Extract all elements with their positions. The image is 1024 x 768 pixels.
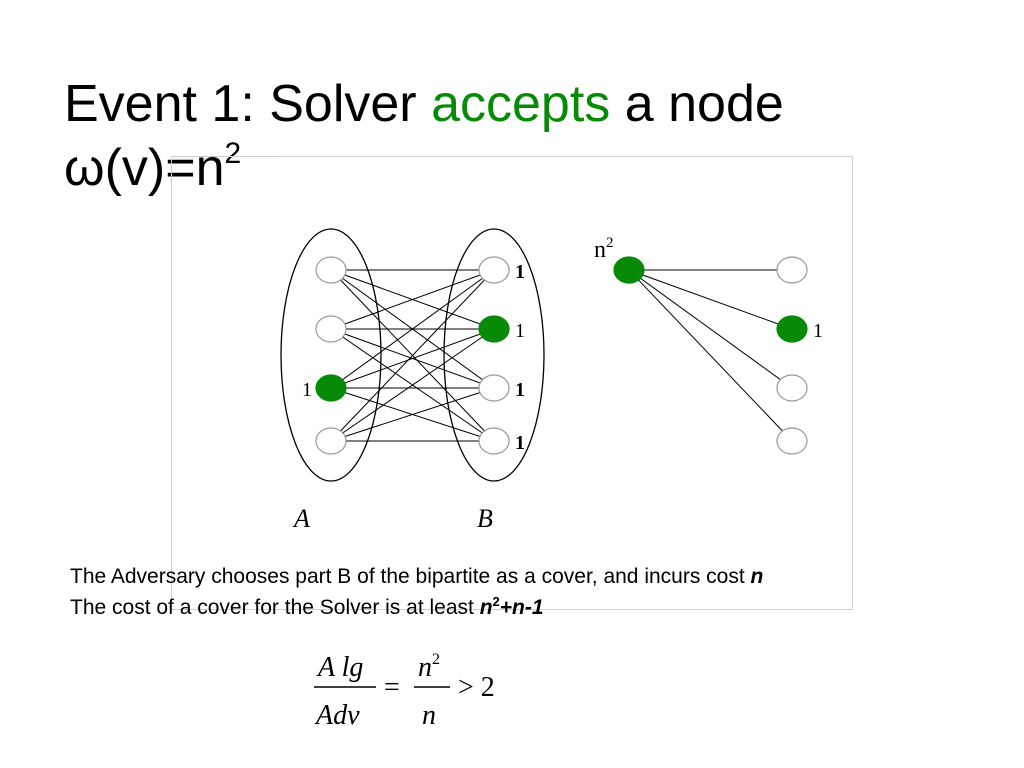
- weight-line: ω(v)=n: [64, 139, 225, 197]
- star-leaf-label: 1: [813, 320, 823, 342]
- slide-title: Event 1: Solver accepts a node ω(v)=n2: [64, 72, 784, 200]
- node-b3: [478, 374, 510, 402]
- bullet-adversary: The Adversary chooses part B of the bipa…: [70, 566, 870, 588]
- bullet-list: The Adversary chooses part B of the bipa…: [70, 566, 870, 628]
- node-a3-accepted: [315, 374, 347, 402]
- figure-tiny-caption: ……………………………………………………………………: [173, 155, 277, 160]
- star-leaf-2-green: [776, 315, 808, 343]
- bullet-1-text: The Adversary chooses part B of the bipa…: [70, 565, 751, 588]
- formula-rhs-numerator: n2: [418, 651, 440, 683]
- hub-label-base: n: [594, 237, 606, 263]
- star-leaf-4: [776, 427, 808, 455]
- weight-exponent: 2: [224, 137, 242, 170]
- bullet-1-var: n: [750, 565, 764, 588]
- part-b-label: B: [477, 504, 493, 533]
- right-node-label-4: 1: [515, 432, 525, 454]
- node-b2-green: [478, 315, 510, 343]
- ratio-formula: A lg Adv = n2 n > 2: [314, 651, 495, 731]
- formula-lhs-numerator: A lg: [316, 652, 363, 683]
- title-accent: accepts: [431, 75, 611, 133]
- star-nodes: [613, 256, 808, 455]
- bullet-solver: The cost of a cover for the Solver is at…: [70, 594, 870, 619]
- bipartite-edge-4-2: [330, 328, 495, 442]
- figure-frame: [171, 156, 853, 610]
- part-b-ellipse: [443, 228, 545, 482]
- node-b4: [478, 427, 510, 455]
- star-edges: [628, 269, 793, 442]
- formula-lhs-denominator: Adv: [314, 700, 360, 731]
- star-leaf-1: [776, 256, 808, 284]
- part-a-ellipse: [280, 228, 382, 482]
- formula-rhs-num-exp: 2: [432, 651, 440, 668]
- star-edge: [628, 269, 793, 389]
- formula-rhs-num-base: n: [418, 652, 432, 683]
- formula-greater-than: > 2: [458, 672, 495, 703]
- node-b1: [478, 256, 510, 284]
- accepted-node-label: 1: [302, 379, 312, 401]
- right-node-label-2: 1: [515, 320, 525, 342]
- formula-equals: =: [384, 672, 400, 703]
- title-suffix: a node: [610, 75, 784, 133]
- hub-label-exp: 2: [606, 235, 614, 251]
- bipartite-edge-3-1: [330, 269, 495, 389]
- part-a-label: A: [292, 504, 310, 533]
- bullet-2-exp: 2: [492, 594, 500, 609]
- title-prefix: Event 1: Solver: [64, 75, 432, 133]
- node-a1: [315, 256, 347, 284]
- bullet-2-var: n: [479, 596, 493, 619]
- bipartite-edges: [330, 269, 495, 442]
- part-a-nodes: [315, 256, 347, 455]
- bipartite-edge-4-3: [330, 387, 495, 442]
- bipartite-edge-4-1: [330, 269, 495, 442]
- bipartite-edge-3-2: [330, 328, 495, 389]
- node-a4: [315, 427, 347, 455]
- star-hub-node: [613, 256, 645, 284]
- bullet-2-tail: +n-1: [499, 596, 544, 619]
- bullet-2-text: The cost of a cover for the Solver is at…: [70, 596, 480, 619]
- right-node-label-3: 1: [515, 379, 525, 401]
- bipartite-edge-2-1: [330, 269, 495, 330]
- part-b-nodes: [478, 256, 510, 455]
- star-edge: [628, 269, 793, 442]
- star-leaf-3: [776, 374, 808, 402]
- star-edge: [628, 269, 793, 330]
- formula-rhs-denominator: n: [422, 700, 436, 731]
- node-a2: [315, 315, 347, 343]
- right-node-label-1: 1: [515, 261, 525, 283]
- hub-label: n2: [594, 235, 614, 263]
